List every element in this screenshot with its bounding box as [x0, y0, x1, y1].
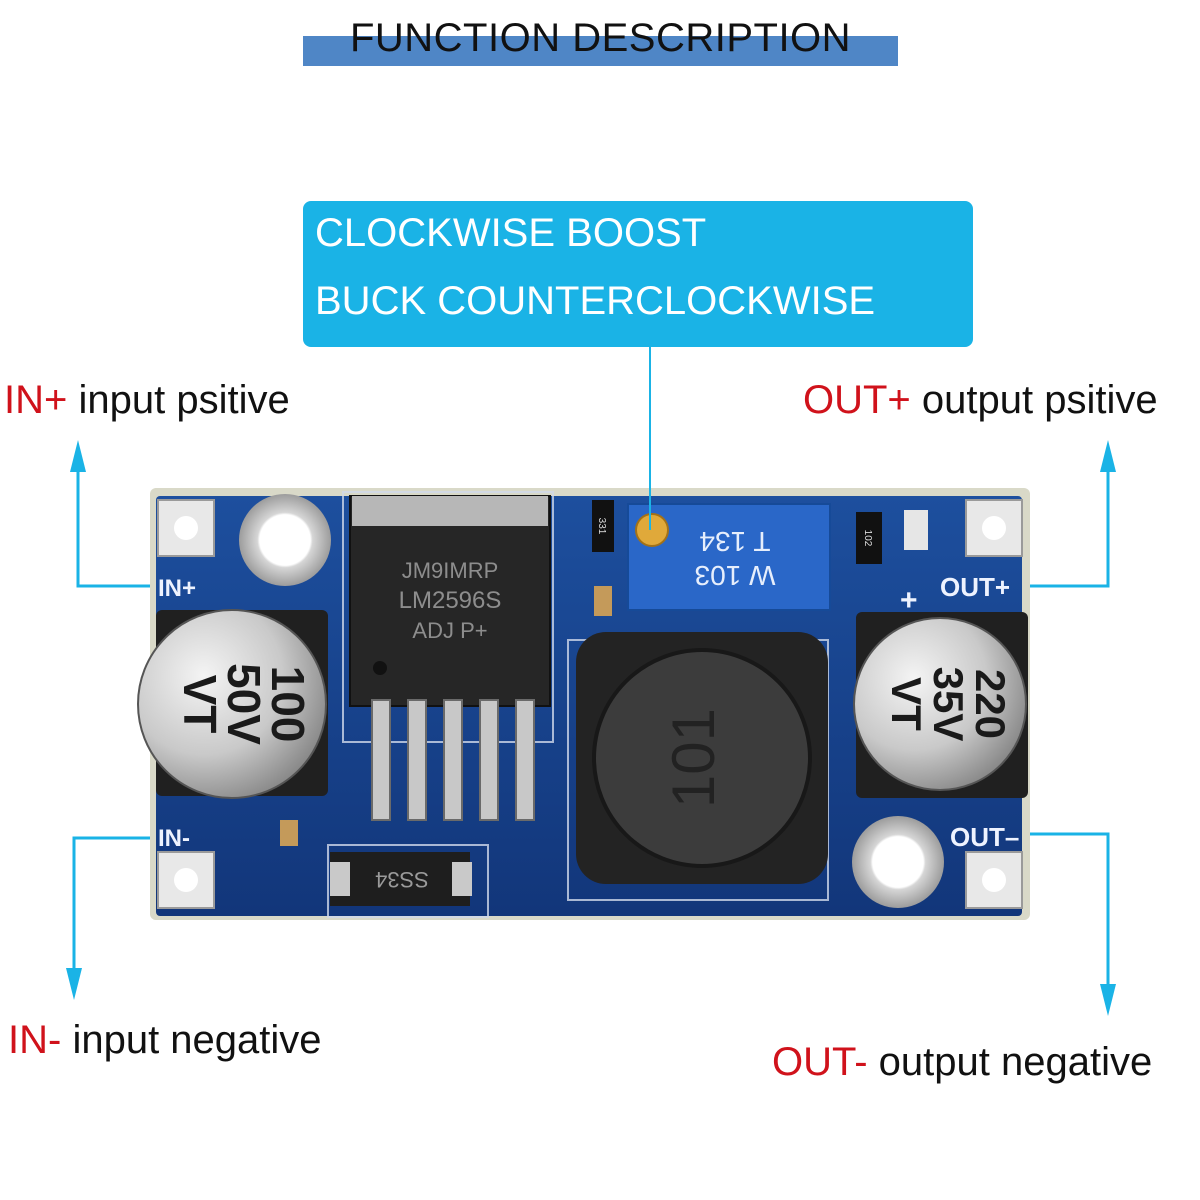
- callout-line-clockwise: CLOCKWISE BOOST: [315, 211, 707, 255]
- cap-out-series: VT: [883, 677, 930, 731]
- label-in-minus-text: input negative: [61, 1018, 322, 1062]
- diode-marking: SS34: [375, 867, 429, 892]
- arrow-in-minus: [72, 836, 150, 970]
- label-in-minus: IN- input negative: [8, 1018, 322, 1063]
- capacitor-smd-2: [280, 820, 298, 846]
- arrow-in-plus: [76, 470, 150, 588]
- callout-line-counterclockwise: BUCK COUNTERCLOCKWISE: [315, 279, 876, 323]
- ic-line1: JM9IMRP: [402, 558, 499, 583]
- cap-out-voltage: 35V: [925, 667, 972, 742]
- cap-out-body: [853, 617, 1027, 791]
- pot-line1: W 103: [695, 560, 776, 591]
- silk-in-minus: IN-: [158, 825, 190, 852]
- mount-hole-top-left: [239, 494, 331, 586]
- ic-legs: [371, 699, 535, 821]
- ic-line3: ADJ P+: [412, 618, 487, 643]
- silk-out-plus: OUT+: [940, 572, 1010, 602]
- pot-line2: T 134: [699, 526, 770, 557]
- diode-ss34: [330, 852, 470, 906]
- ic-line2: LM2596S: [399, 587, 502, 614]
- label-out-minus: OUT- output negative: [772, 1040, 1152, 1085]
- label-in-minus-pin: IN-: [8, 1018, 62, 1062]
- cap-in-body: [137, 609, 327, 799]
- cap-out-marking: 220 35V VT: [883, 667, 1014, 742]
- label-out-plus: OUT+ output psitive: [803, 378, 1158, 423]
- cap-in-series: VT: [174, 675, 226, 734]
- arrow-out-plus: [1030, 470, 1110, 588]
- cap-in-value: 100: [262, 666, 314, 743]
- label-in-plus-text: input psitive: [67, 378, 290, 422]
- title-text: FUNCTION DESCRIPTION: [349, 16, 852, 60]
- label-in-plus-pin: IN+: [4, 378, 68, 422]
- ic-tab: [352, 496, 548, 526]
- resistor-331: [592, 500, 614, 552]
- silk-out-minus: OUT–: [950, 822, 1019, 852]
- resistor-102-marking: 102: [862, 530, 873, 547]
- inductor-core: [592, 648, 812, 868]
- resistor-102: [856, 512, 882, 564]
- label-out-minus-text: output negative: [867, 1040, 1153, 1084]
- inductor-marking: 101: [660, 708, 727, 808]
- label-out-minus-pin: OUT-: [772, 1040, 868, 1084]
- cap-in-marking: 100 50V VT: [174, 663, 314, 745]
- label-out-plus-pin: OUT+: [803, 378, 911, 422]
- page-title: FUNCTION DESCRIPTION: [303, 14, 898, 66]
- silk-plus-sign: +: [900, 584, 918, 617]
- adjustment-callout: CLOCKWISE BOOST BUCK COUNTERCLOCKWISE: [303, 201, 973, 347]
- label-out-plus-text: output psitive: [910, 378, 1158, 422]
- silk-in-plus: IN+: [158, 575, 196, 602]
- ic-pin1-dot: [373, 661, 387, 675]
- title-underline-bar: [303, 36, 898, 66]
- pot-marking: W 103 T 134: [695, 526, 776, 591]
- label-in-plus: IN+ input psitive: [4, 378, 290, 423]
- potentiometer-screw[interactable]: [635, 513, 669, 547]
- arrow-out-minus: [1030, 832, 1110, 986]
- resistor-331-marking: 331: [596, 518, 607, 535]
- cap-in-voltage: 50V: [218, 663, 270, 745]
- mount-hole-bottom-right: [852, 816, 944, 908]
- cap-out-value: 220: [967, 669, 1014, 739]
- capacitor-smd-1: [594, 586, 612, 616]
- power-led: [904, 510, 928, 550]
